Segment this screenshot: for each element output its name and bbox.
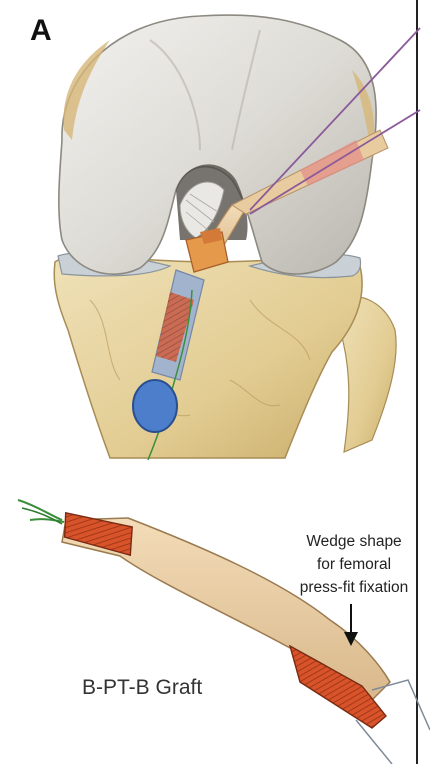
graft-suture (18, 500, 62, 520)
wedge-annotation: Wedge shape for femoral press-fit fixati… (284, 530, 424, 599)
annotation-line-2: for femoral (284, 553, 424, 576)
annotation-line-1: Wedge shape (284, 530, 424, 553)
annotation-line-3: press-fit fixation (284, 576, 424, 599)
tibia (54, 257, 362, 458)
knee-joint (54, 15, 420, 460)
panel-label: A (30, 14, 52, 48)
fixation-button (133, 380, 177, 432)
graft-caption: B-PT-B Graft (82, 676, 202, 700)
